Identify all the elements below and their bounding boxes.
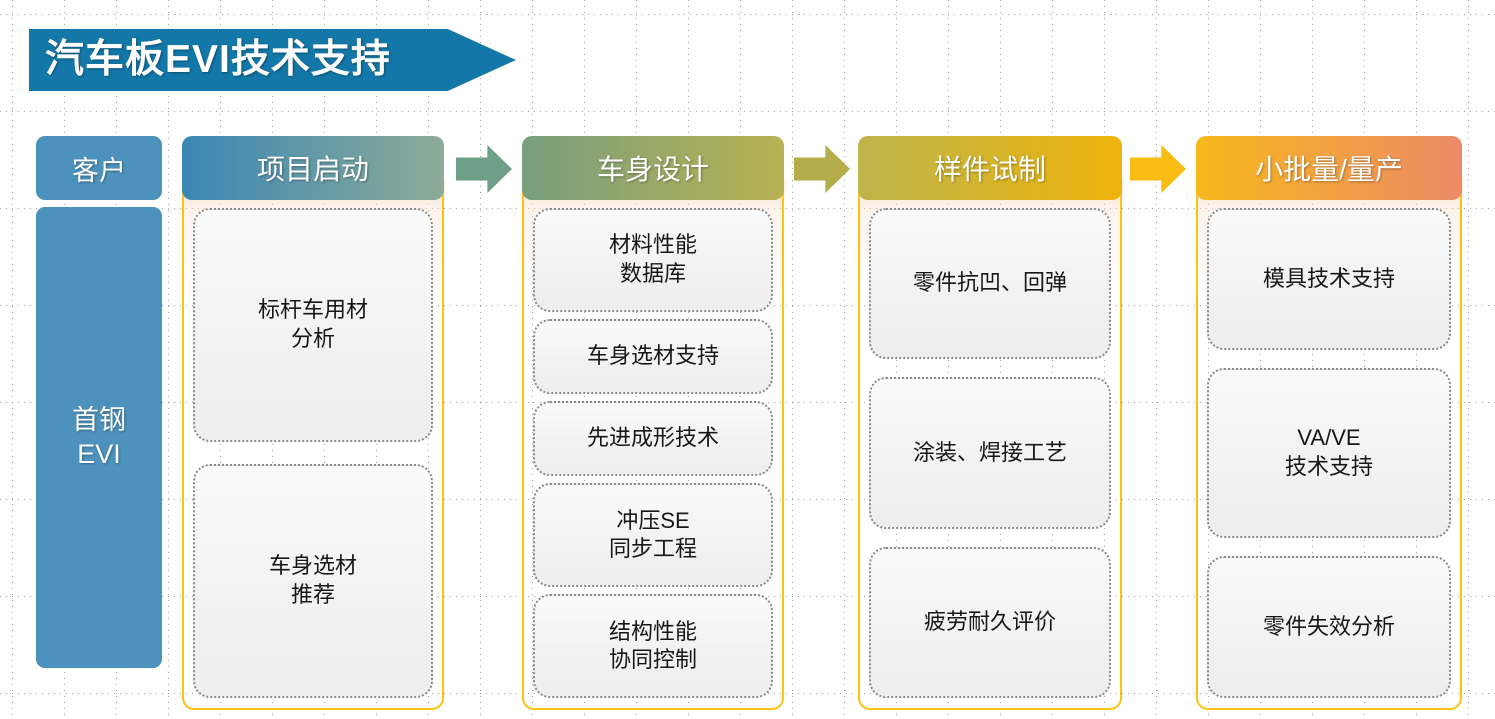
card-line: 同步工程	[608, 536, 697, 562]
phase-body-3: 零件抗凹、回弹涂装、焊接工艺疲劳耐久评价	[857, 180, 1123, 710]
card-text: 车身选材支持	[587, 342, 719, 371]
phase-2-card-5[interactable]: 结构性能协同控制	[533, 594, 773, 699]
card-text: 疲劳耐久评价	[924, 608, 1056, 637]
arrow-2-icon	[794, 145, 850, 193]
card-line: 分析	[290, 326, 335, 351]
card-line: 数据库	[619, 260, 686, 286]
phase-body-2: 材料性能数据库车身选材支持先进成形技术冲压SE 同步工程结构性能协同控制	[521, 180, 785, 710]
customer-body-line-1: EVI	[77, 438, 121, 469]
phase-header-label: 小批量/量产	[1255, 154, 1403, 185]
phase-column-2: 材料性能数据库车身选材支持先进成形技术冲压SE 同步工程结构性能协同控制 车身设计	[521, 136, 785, 710]
phase-column-1: 标杆车用材分析车身选材推荐项目启动	[181, 136, 445, 710]
customer-column: 客户 首钢 EVI	[36, 136, 162, 668]
phase-3-card-3[interactable]: 疲劳耐久评价	[869, 546, 1111, 698]
card-text: 模具技术支持	[1263, 265, 1395, 294]
card-line: 涂装、焊接工艺	[912, 439, 1067, 465]
phase-header-4[interactable]: 小批量/量产	[1196, 136, 1462, 200]
phase-2-card-4[interactable]: 冲压SE 同步工程	[533, 483, 773, 588]
card-line: 技术支持	[1284, 453, 1373, 479]
phase-3-card-1[interactable]: 零件抗凹、回弹	[869, 208, 1111, 360]
arrow-shape	[1130, 145, 1186, 193]
phase-3-card-2[interactable]: 涂装、焊接工艺	[869, 377, 1111, 529]
card-text: 零件失效分析	[1263, 613, 1395, 642]
page-title: 汽车板EVI技术支持	[45, 38, 391, 81]
card-line: 零件失效分析	[1262, 613, 1395, 639]
card-line: 推荐	[290, 582, 335, 607]
title-banner: 汽车板EVI技术支持	[29, 29, 516, 91]
card-line: 冲压SE	[616, 507, 690, 533]
phase-4-card-3[interactable]: 零件失效分析	[1207, 556, 1451, 698]
arrow-3-icon	[1130, 145, 1186, 193]
card-text: 材料性能数据库	[609, 231, 697, 288]
phase-header-label: 样件试制	[933, 154, 1046, 185]
card-line: 车身选材支持	[586, 343, 719, 369]
phase-header-3[interactable]: 样件试制	[858, 136, 1122, 200]
card-text: 先进成形技术	[587, 424, 719, 453]
card-text: 冲压SE 同步工程	[609, 507, 697, 564]
card-text: 零件抗凹、回弹	[913, 269, 1067, 298]
card-line: 车身选材	[268, 553, 357, 579]
arrow-shape	[456, 145, 512, 193]
card-line: 材料性能	[608, 232, 697, 258]
card-line: 先进成形技术	[586, 425, 719, 451]
card-line: 疲劳耐久评价	[923, 609, 1056, 635]
phase-2-card-1[interactable]: 材料性能数据库	[533, 208, 773, 312]
card-line: 协同控制	[608, 647, 697, 673]
customer-body-line-0: 首钢	[72, 404, 126, 435]
card-text: 车身选材推荐	[269, 552, 357, 609]
phase-column-3: 零件抗凹、回弹涂装、焊接工艺疲劳耐久评价样件试制	[857, 136, 1123, 710]
arrow-shape	[794, 145, 850, 193]
arrow-1-icon	[456, 145, 512, 193]
card-line: 标杆车用材	[257, 297, 368, 323]
phase-2-card-3[interactable]: 先进成形技术	[533, 401, 773, 477]
card-line: VA/VE	[1297, 425, 1361, 451]
phase-header-2[interactable]: 车身设计	[522, 136, 784, 200]
customer-header: 客户	[36, 136, 162, 200]
customer-body: 首钢 EVI	[36, 207, 162, 668]
phase-1-card-2[interactable]: 车身选材推荐	[193, 464, 433, 698]
card-line: 结构性能	[608, 618, 697, 644]
phase-4-card-1[interactable]: 模具技术支持	[1207, 208, 1451, 350]
card-line: 零件抗凹、回弹	[912, 270, 1067, 296]
phase-2-card-2[interactable]: 车身选材支持	[533, 318, 773, 395]
phase-1-card-1[interactable]: 标杆车用材分析	[193, 208, 433, 442]
card-text: 涂装、焊接工艺	[913, 439, 1067, 468]
phase-header-label: 车身设计	[596, 154, 709, 185]
phase-body-1: 标杆车用材分析车身选材推荐	[181, 180, 445, 710]
phase-header-1[interactable]: 项目启动	[182, 136, 444, 200]
card-text: 结构性能协同控制	[609, 618, 697, 675]
card-line: 模具技术支持	[1262, 265, 1395, 291]
phase-header-label: 项目启动	[256, 154, 369, 185]
card-text: 标杆车用材分析	[258, 296, 368, 353]
